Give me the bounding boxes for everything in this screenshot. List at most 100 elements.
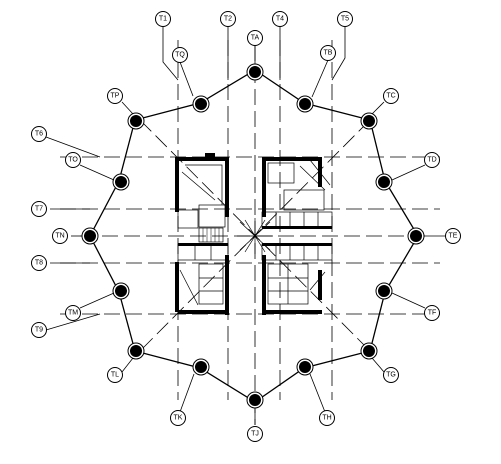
column-tn	[81, 227, 99, 245]
core-room	[283, 189, 325, 211]
svg-text:TP: TP	[111, 93, 120, 100]
tag-t8: T8	[31, 255, 47, 271]
grid-tags: T1 T2 T4 T5 TQ TA TB TP TC T6 TO TD T7 T…	[31, 11, 461, 442]
leader-td	[391, 164, 426, 181]
leader-th	[309, 373, 326, 413]
leader-tq	[179, 61, 194, 97]
core-wall	[175, 157, 179, 212]
tag-t9: T9	[31, 322, 47, 338]
column-tm	[112, 282, 130, 300]
tag-to: TO	[65, 152, 81, 168]
core-room	[267, 162, 295, 184]
svg-text:TN: TN	[55, 233, 64, 240]
core-wall	[178, 310, 228, 314]
svg-text:TB: TB	[324, 50, 333, 57]
tag-tp: TP	[107, 88, 123, 104]
core-partition	[181, 164, 223, 205]
column-tq	[192, 95, 210, 113]
stair-left	[198, 227, 224, 243]
svg-text:TQ: TQ	[175, 52, 185, 59]
column-tp	[127, 112, 145, 130]
lift-bank-upper	[261, 211, 333, 229]
tag-leaders	[45, 26, 446, 425]
core-hub	[237, 218, 273, 254]
svg-text:T4: T4	[276, 16, 284, 23]
leader-tp	[121, 101, 134, 115]
column-tj	[246, 391, 264, 409]
tag-tj: TJ	[247, 426, 263, 442]
svg-text:TA: TA	[251, 35, 260, 42]
svg-text:T7: T7	[35, 206, 43, 213]
svg-text:TH: TH	[322, 415, 331, 422]
leader-t1	[162, 26, 179, 81]
column-tc	[360, 112, 378, 130]
tag-t4: T4	[272, 11, 288, 27]
tag-tc: TC	[383, 88, 399, 104]
svg-text:TG: TG	[386, 372, 396, 379]
tag-tf: TF	[424, 305, 440, 321]
tag-tk: TK	[170, 410, 186, 426]
core-wall	[262, 157, 322, 161]
svg-text:T6: T6	[35, 131, 43, 138]
tag-tb: TB	[320, 45, 336, 61]
svg-text:TD: TD	[427, 157, 436, 164]
core-wall	[262, 310, 322, 314]
leader-tk	[179, 373, 195, 413]
core-room	[198, 263, 224, 305]
svg-text:TC: TC	[386, 93, 395, 100]
tag-tn: TN	[52, 228, 68, 244]
leader-t6	[45, 136, 101, 158]
core-room	[177, 209, 199, 229]
column-tf	[375, 282, 393, 300]
core-room	[198, 204, 226, 228]
tag-tg: TG	[383, 367, 399, 383]
tag-te: TE	[445, 228, 461, 244]
svg-text:T2: T2	[224, 16, 232, 23]
leader-tf	[391, 292, 426, 309]
column-tg	[360, 342, 378, 360]
core-wall	[205, 153, 215, 161]
svg-text:TJ: TJ	[251, 431, 259, 438]
central-core	[175, 153, 333, 315]
svg-text:TM: TM	[68, 310, 78, 317]
lift-bank-lower	[261, 243, 333, 261]
core-partition	[309, 271, 326, 291]
tag-t6: T6	[31, 126, 47, 142]
perimeter-columns	[81, 63, 425, 409]
svg-text:TE: TE	[449, 233, 458, 240]
leader-t5	[331, 26, 346, 81]
svg-text:T1: T1	[159, 16, 167, 23]
leader-tc	[371, 101, 385, 115]
tag-tl: TL	[107, 367, 123, 383]
core-wall	[262, 255, 266, 315]
tag-tq: TQ	[172, 47, 188, 63]
leader-to	[79, 164, 115, 181]
core-wall	[225, 157, 229, 217]
leader-tb	[311, 59, 329, 98]
tag-t2: T2	[220, 11, 236, 27]
svg-text:T9: T9	[35, 327, 43, 334]
svg-text:T5: T5	[341, 16, 349, 23]
column-to	[112, 173, 130, 191]
tag-t7: T7	[31, 201, 47, 217]
core-wall	[262, 157, 266, 217]
svg-text:TO: TO	[68, 157, 78, 164]
tag-ta: TA	[247, 30, 263, 46]
column-tb	[296, 95, 314, 113]
core-wall	[178, 157, 228, 161]
column-te	[407, 227, 425, 245]
column-th	[296, 358, 314, 376]
leader-tm	[79, 292, 115, 309]
column-ta	[246, 63, 264, 81]
core-partition	[179, 269, 199, 306]
core-wall	[175, 262, 179, 312]
leader-t9	[45, 313, 101, 331]
tag-tm: TM	[65, 305, 81, 321]
svg-text:T8: T8	[35, 260, 43, 267]
svg-text:TF: TF	[428, 310, 437, 317]
core-wall	[318, 270, 322, 300]
core-wall	[225, 255, 229, 315]
tag-t5: T5	[337, 11, 353, 27]
core-partition	[299, 159, 331, 191]
